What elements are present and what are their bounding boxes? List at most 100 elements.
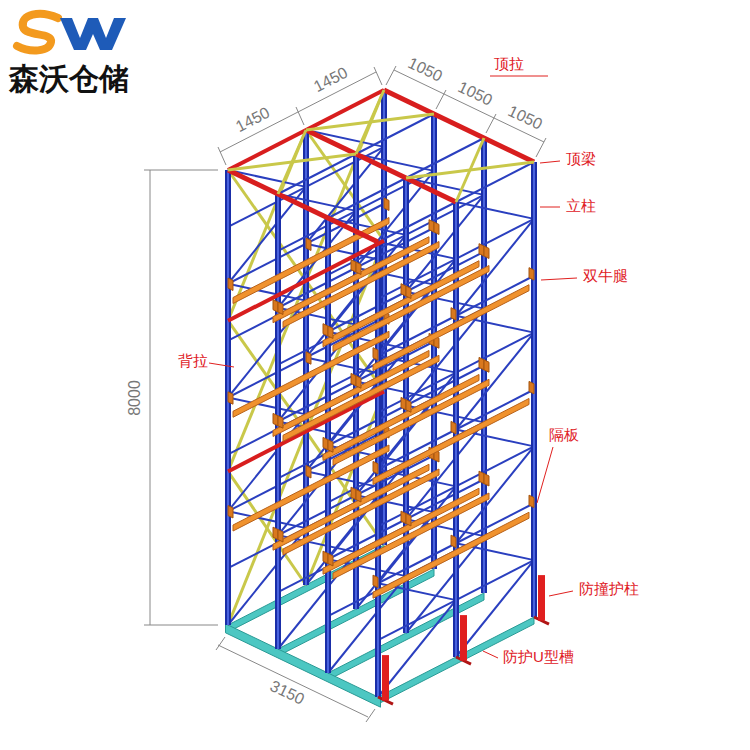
- part-label: 顶梁: [565, 150, 597, 167]
- rail-bracket: [323, 324, 328, 336]
- frame-horizontal: [378, 202, 456, 242]
- rail-bracket: [479, 357, 484, 369]
- rail-bracket: [401, 397, 406, 409]
- rail-beam: [233, 331, 389, 417]
- logo-text: 森沃仓储: [8, 62, 130, 97]
- rail-beam: [323, 374, 479, 460]
- top-tie: [278, 130, 306, 194]
- rail-bracket: [434, 222, 439, 234]
- rail-bracket: [323, 551, 328, 563]
- extension-line: [218, 147, 226, 165]
- dimension-label: 1450: [232, 103, 274, 136]
- rail-bracket: [351, 487, 356, 499]
- protection-post: [382, 655, 389, 701]
- frame-horizontal: [456, 333, 534, 373]
- rail-bracket: [529, 268, 534, 280]
- extension-line: [536, 138, 546, 157]
- part-label: 立柱: [565, 197, 597, 214]
- rail-bracket: [228, 506, 233, 518]
- frame-diagonal: [356, 154, 434, 171]
- part-label: 防撞护柱: [578, 580, 640, 597]
- top-beam: [228, 170, 378, 242]
- rail-bracket: [479, 244, 484, 256]
- rail-bracket: [484, 246, 489, 258]
- dimension-label: 1450: [310, 63, 352, 96]
- dimension-label: 8000: [126, 379, 144, 417]
- rail-bracket: [351, 260, 356, 272]
- frame-diagonal: [278, 552, 356, 649]
- rail-bracket: [451, 421, 456, 433]
- extension-line: [216, 637, 225, 650]
- frame-horizontal: [456, 219, 534, 259]
- frame-diagonal: [278, 194, 356, 211]
- rail-bracket: [306, 352, 311, 364]
- frame-horizontal: [456, 560, 534, 600]
- rail-bracket: [356, 376, 361, 388]
- rail-bracket: [273, 413, 278, 425]
- rail-bracket: [328, 440, 333, 452]
- dimension-line: [220, 72, 376, 152]
- frame-diagonal: [456, 202, 534, 219]
- frame-diagonal: [406, 536, 484, 633]
- rail-beam: [233, 445, 389, 531]
- frame-horizontal: [228, 187, 306, 227]
- leader-line: [541, 278, 577, 280]
- back-brace: [228, 471, 306, 585]
- frame-diagonal: [378, 600, 456, 697]
- rail-bracket: [406, 514, 411, 526]
- rail-bracket: [406, 286, 411, 298]
- rail-bracket: [278, 416, 283, 428]
- rail-beam: [233, 218, 389, 304]
- rail-bracket: [228, 392, 233, 404]
- rail-bracket: [356, 490, 361, 502]
- extension-line: [386, 66, 396, 85]
- frame-horizontal: [306, 147, 384, 187]
- logo-w-mark: [60, 18, 126, 50]
- part-label: 防护U型槽: [502, 648, 575, 665]
- rail-bracket: [351, 373, 356, 385]
- extension-line: [374, 67, 382, 85]
- rail-bracket: [306, 238, 311, 250]
- frame-horizontal: [406, 195, 484, 235]
- frame-diagonal: [228, 170, 306, 187]
- rail-bracket: [228, 278, 233, 290]
- leader-line: [537, 447, 553, 503]
- rail-bracket: [273, 300, 278, 312]
- rail-bracket: [484, 474, 489, 486]
- logo-s-mark: [17, 14, 58, 51]
- rail-bracket: [278, 302, 283, 314]
- leader-line: [483, 651, 498, 658]
- rail-bracket: [451, 308, 456, 320]
- rail-bracket: [451, 535, 456, 547]
- rail-bracket: [273, 527, 278, 539]
- back-tie-beam: [228, 241, 384, 321]
- rail-bracket: [373, 575, 378, 587]
- rail-bracket: [479, 471, 484, 483]
- top-beam: [306, 130, 456, 202]
- rail-bracket: [529, 495, 534, 507]
- frame-diagonal: [228, 528, 306, 625]
- rail-beam: [373, 285, 529, 371]
- rail-bracket: [278, 530, 283, 542]
- rail-bracket: [484, 360, 489, 372]
- frame-diagonal: [306, 130, 384, 147]
- rail-bracket: [356, 262, 361, 274]
- frame-diagonal: [456, 560, 534, 657]
- leader-line: [490, 76, 548, 77]
- rail-beam: [323, 488, 479, 574]
- frame-horizontal: [228, 471, 306, 511]
- rail-beam: [373, 398, 529, 484]
- rail-bracket: [384, 198, 389, 210]
- rail-bracket: [529, 381, 534, 393]
- extension-line: [486, 114, 496, 133]
- protection-post: [538, 575, 545, 621]
- extension-line: [144, 170, 218, 171]
- rail-beam: [283, 242, 439, 328]
- extension-line: [436, 90, 446, 109]
- extension-line: [296, 107, 304, 125]
- rail-beam: [373, 512, 529, 598]
- top-tie: [456, 138, 484, 202]
